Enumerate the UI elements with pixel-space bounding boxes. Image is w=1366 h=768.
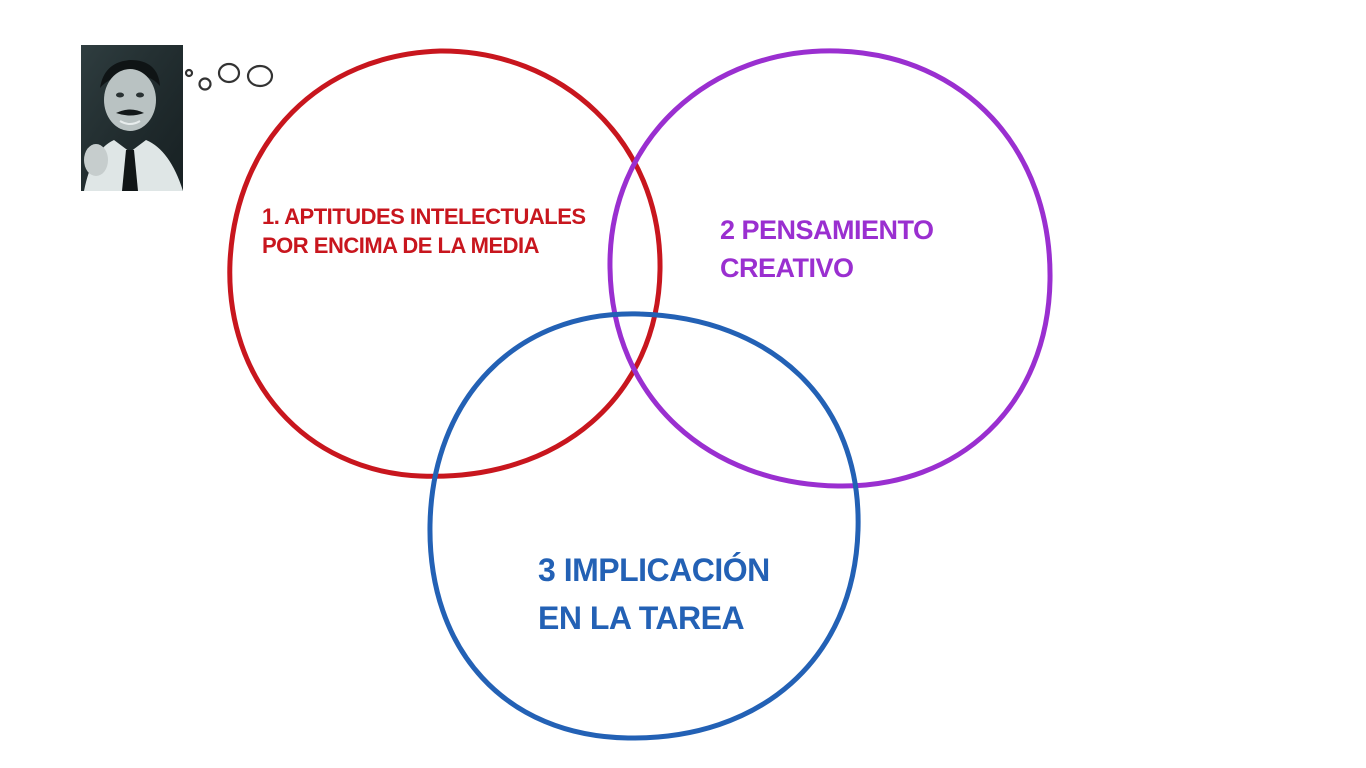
portrait-photo-icon [81,45,183,191]
venn-circle-1 [227,48,663,479]
venn-circle-2 [607,48,1053,489]
circle-1-label-line-1: 1. APTITUDES INTELECTUALES [262,204,586,229]
circle-3-label: 3 IMPLICACIÓN EN LA TAREA [538,546,770,642]
circle-2-label-line-1: 2 PENSAMIENTO [720,215,934,245]
circle-2-label: 2 PENSAMIENTO CREATIVO [720,211,934,288]
circle-3-label-line-2: EN LA TAREA [538,600,745,636]
circle-1-label-line-2: POR ENCIMA DE LA MEDIA [262,232,540,258]
circle-2-label-line-2: CREATIVO [720,253,854,284]
venn-circle-3 [427,311,861,741]
thought-bubble-icon [184,62,274,91]
circle-1-label: 1. APTITUDES INTELECTUALES POR ENCIMA DE… [262,203,586,260]
circle-3-label-line-1: 3 IMPLICACIÓN [538,552,770,588]
